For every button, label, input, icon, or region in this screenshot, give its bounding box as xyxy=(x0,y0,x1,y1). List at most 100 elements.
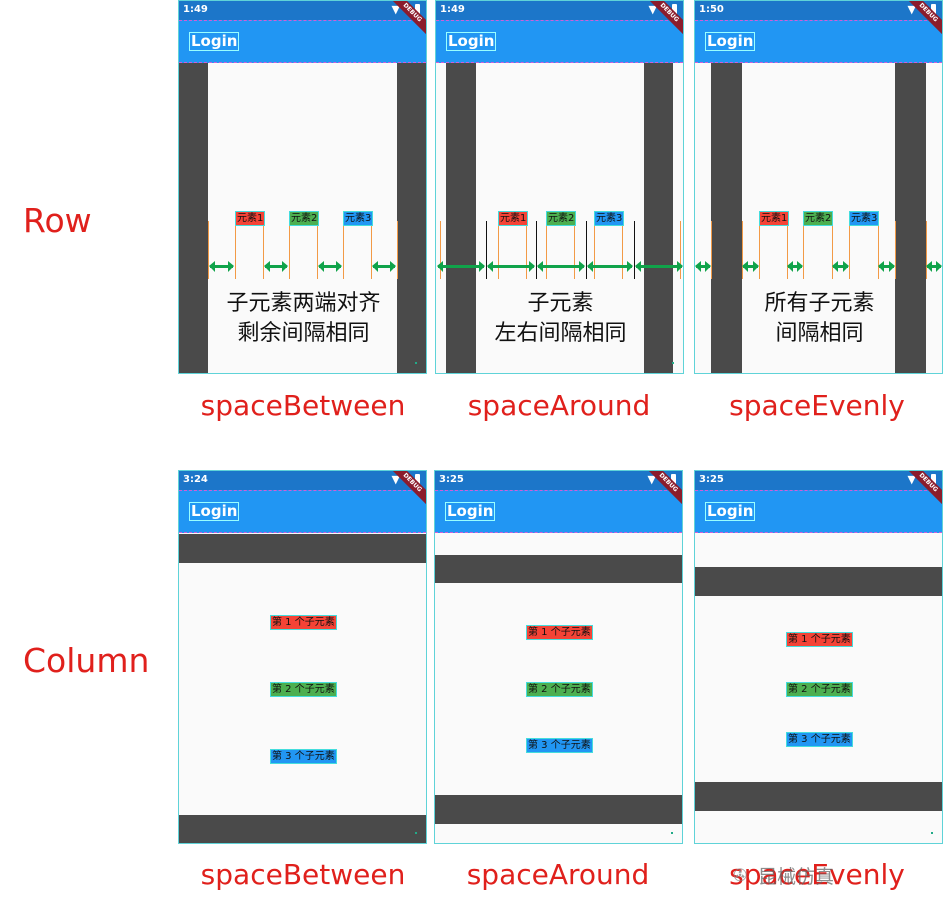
spacing-arrow xyxy=(537,261,585,272)
caption-column-space-around: spaceAround xyxy=(466,858,650,891)
guide-line xyxy=(849,221,850,279)
guide-line xyxy=(546,221,547,279)
guide-line xyxy=(235,221,236,279)
app-bar-title: Login xyxy=(189,32,240,51)
guide-line xyxy=(343,221,344,279)
app-bar: Login xyxy=(179,490,426,533)
status-time: 3:24 xyxy=(183,474,208,485)
row-element-2: 元素2 xyxy=(803,211,834,226)
battery-icon xyxy=(931,4,936,15)
status-bar: 3:25 ▼ xyxy=(435,471,682,490)
status-time: 1:49 xyxy=(183,4,208,15)
spacing-arrow xyxy=(487,261,535,272)
phone-column-space-between: 3:24 ▼ Login DEBUG 第 1 个子元素 第 2 个子元素 第 3… xyxy=(178,470,427,844)
app-bar-title: Login xyxy=(189,502,240,521)
guide-line xyxy=(742,221,743,279)
guide-line xyxy=(574,221,575,279)
column-element-2: 第 2 个子元素 xyxy=(526,682,593,697)
guide-line xyxy=(942,221,943,279)
status-bar: 1:49 ▼ xyxy=(436,1,683,20)
guide-line xyxy=(680,221,681,279)
description-line-1: 子元素 xyxy=(527,291,594,316)
app-bar: Login xyxy=(695,20,942,63)
status-time: 3:25 xyxy=(439,474,464,485)
guide-line xyxy=(787,221,788,279)
column-element-1: 第 1 个子元素 xyxy=(786,632,853,647)
guide-line xyxy=(622,221,623,279)
status-bar: 3:25 ▼ xyxy=(695,471,942,490)
phone-row-space-between: 1:49 ▼ Login DEBUG 元素1 元素2 元素3 子元素两端对齐 剩… xyxy=(178,0,427,374)
app-bar-title: Login xyxy=(705,502,756,521)
divider-line xyxy=(536,221,537,279)
dark-row-top xyxy=(695,567,942,596)
caption-row-space-around: spaceAround xyxy=(467,389,651,422)
status-bar: 1:50 ▼ xyxy=(695,1,942,20)
wifi-icon: ▼ xyxy=(391,473,400,486)
guide-line xyxy=(926,221,927,279)
description-line-2: 间隔相同 xyxy=(775,321,864,346)
divider-line xyxy=(586,221,587,279)
watermark: 昆械仿真 xyxy=(758,866,835,888)
app-bar: Login xyxy=(435,490,682,533)
dark-column-left xyxy=(446,63,476,373)
phone-column-space-around: 3:25 ▼ Login DEBUG 第 1 个子元素 第 2 个子元素 第 3… xyxy=(434,470,683,844)
guide-line xyxy=(895,221,896,279)
wifi-icon: ▼ xyxy=(907,3,916,16)
corner-dot xyxy=(415,832,417,834)
spacing-arrow xyxy=(635,261,683,272)
guide-line xyxy=(803,221,804,279)
caption-row-space-evenly: spaceEvenly xyxy=(729,389,905,422)
guide-line xyxy=(498,221,499,279)
dark-column-left xyxy=(711,63,742,373)
corner-dot xyxy=(672,362,674,364)
spacing-arrow xyxy=(437,261,485,272)
dark-row-top xyxy=(435,555,682,583)
dark-row-top xyxy=(179,534,426,563)
wifi-icon: ▼ xyxy=(648,3,657,16)
guide-line xyxy=(832,221,833,279)
corner-dot xyxy=(671,832,673,834)
column-element-2: 第 2 个子元素 xyxy=(270,682,337,697)
guide-line xyxy=(317,221,318,279)
guide-line xyxy=(371,221,372,279)
dark-column-right xyxy=(397,63,426,373)
spacing-arrow xyxy=(587,261,633,272)
row-element-3: 元素3 xyxy=(849,211,880,226)
caption-row-space-between: spaceBetween xyxy=(200,389,406,422)
dark-column-right xyxy=(895,63,926,373)
caption-column-space-evenly: spaceEvenly xyxy=(729,858,905,891)
guide-line xyxy=(208,221,209,279)
wifi-icon: ▼ xyxy=(647,473,656,486)
divider-line xyxy=(486,221,487,279)
battery-icon xyxy=(931,474,936,485)
column-element-3: 第 3 个子元素 xyxy=(786,732,853,747)
app-bar: Login xyxy=(179,20,426,63)
row-element-2: 元素2 xyxy=(289,211,320,226)
spacing-arrow xyxy=(318,261,342,272)
spacing-arrow xyxy=(209,261,234,272)
spacing-arrow xyxy=(878,261,895,272)
row-element-2: 元素2 xyxy=(546,211,577,226)
status-time: 1:49 xyxy=(440,4,465,15)
column-element-3: 第 3 个子元素 xyxy=(270,749,337,764)
spacing-arrow xyxy=(926,261,942,272)
app-bar-title: Login xyxy=(446,32,497,51)
description-line-2: 剩余间隔相同 xyxy=(237,321,370,346)
wifi-icon: ▼ xyxy=(391,3,400,16)
status-bar: 3:24 ▼ xyxy=(179,471,426,490)
dark-column-right xyxy=(644,63,673,373)
battery-icon xyxy=(672,4,677,15)
caption-column-space-between: spaceBetween xyxy=(200,858,406,891)
app-bar: Login xyxy=(695,490,942,533)
spacing-arrow xyxy=(372,261,396,272)
battery-icon xyxy=(415,474,420,485)
battery-icon xyxy=(671,474,676,485)
dark-column-left xyxy=(179,63,208,373)
battery-icon xyxy=(415,4,420,15)
row-element-3: 元素3 xyxy=(594,211,625,226)
guide-line xyxy=(759,221,760,279)
guide-line xyxy=(397,221,398,279)
corner-dot xyxy=(415,362,417,364)
divider-line xyxy=(634,221,635,279)
guide-line xyxy=(878,221,879,279)
